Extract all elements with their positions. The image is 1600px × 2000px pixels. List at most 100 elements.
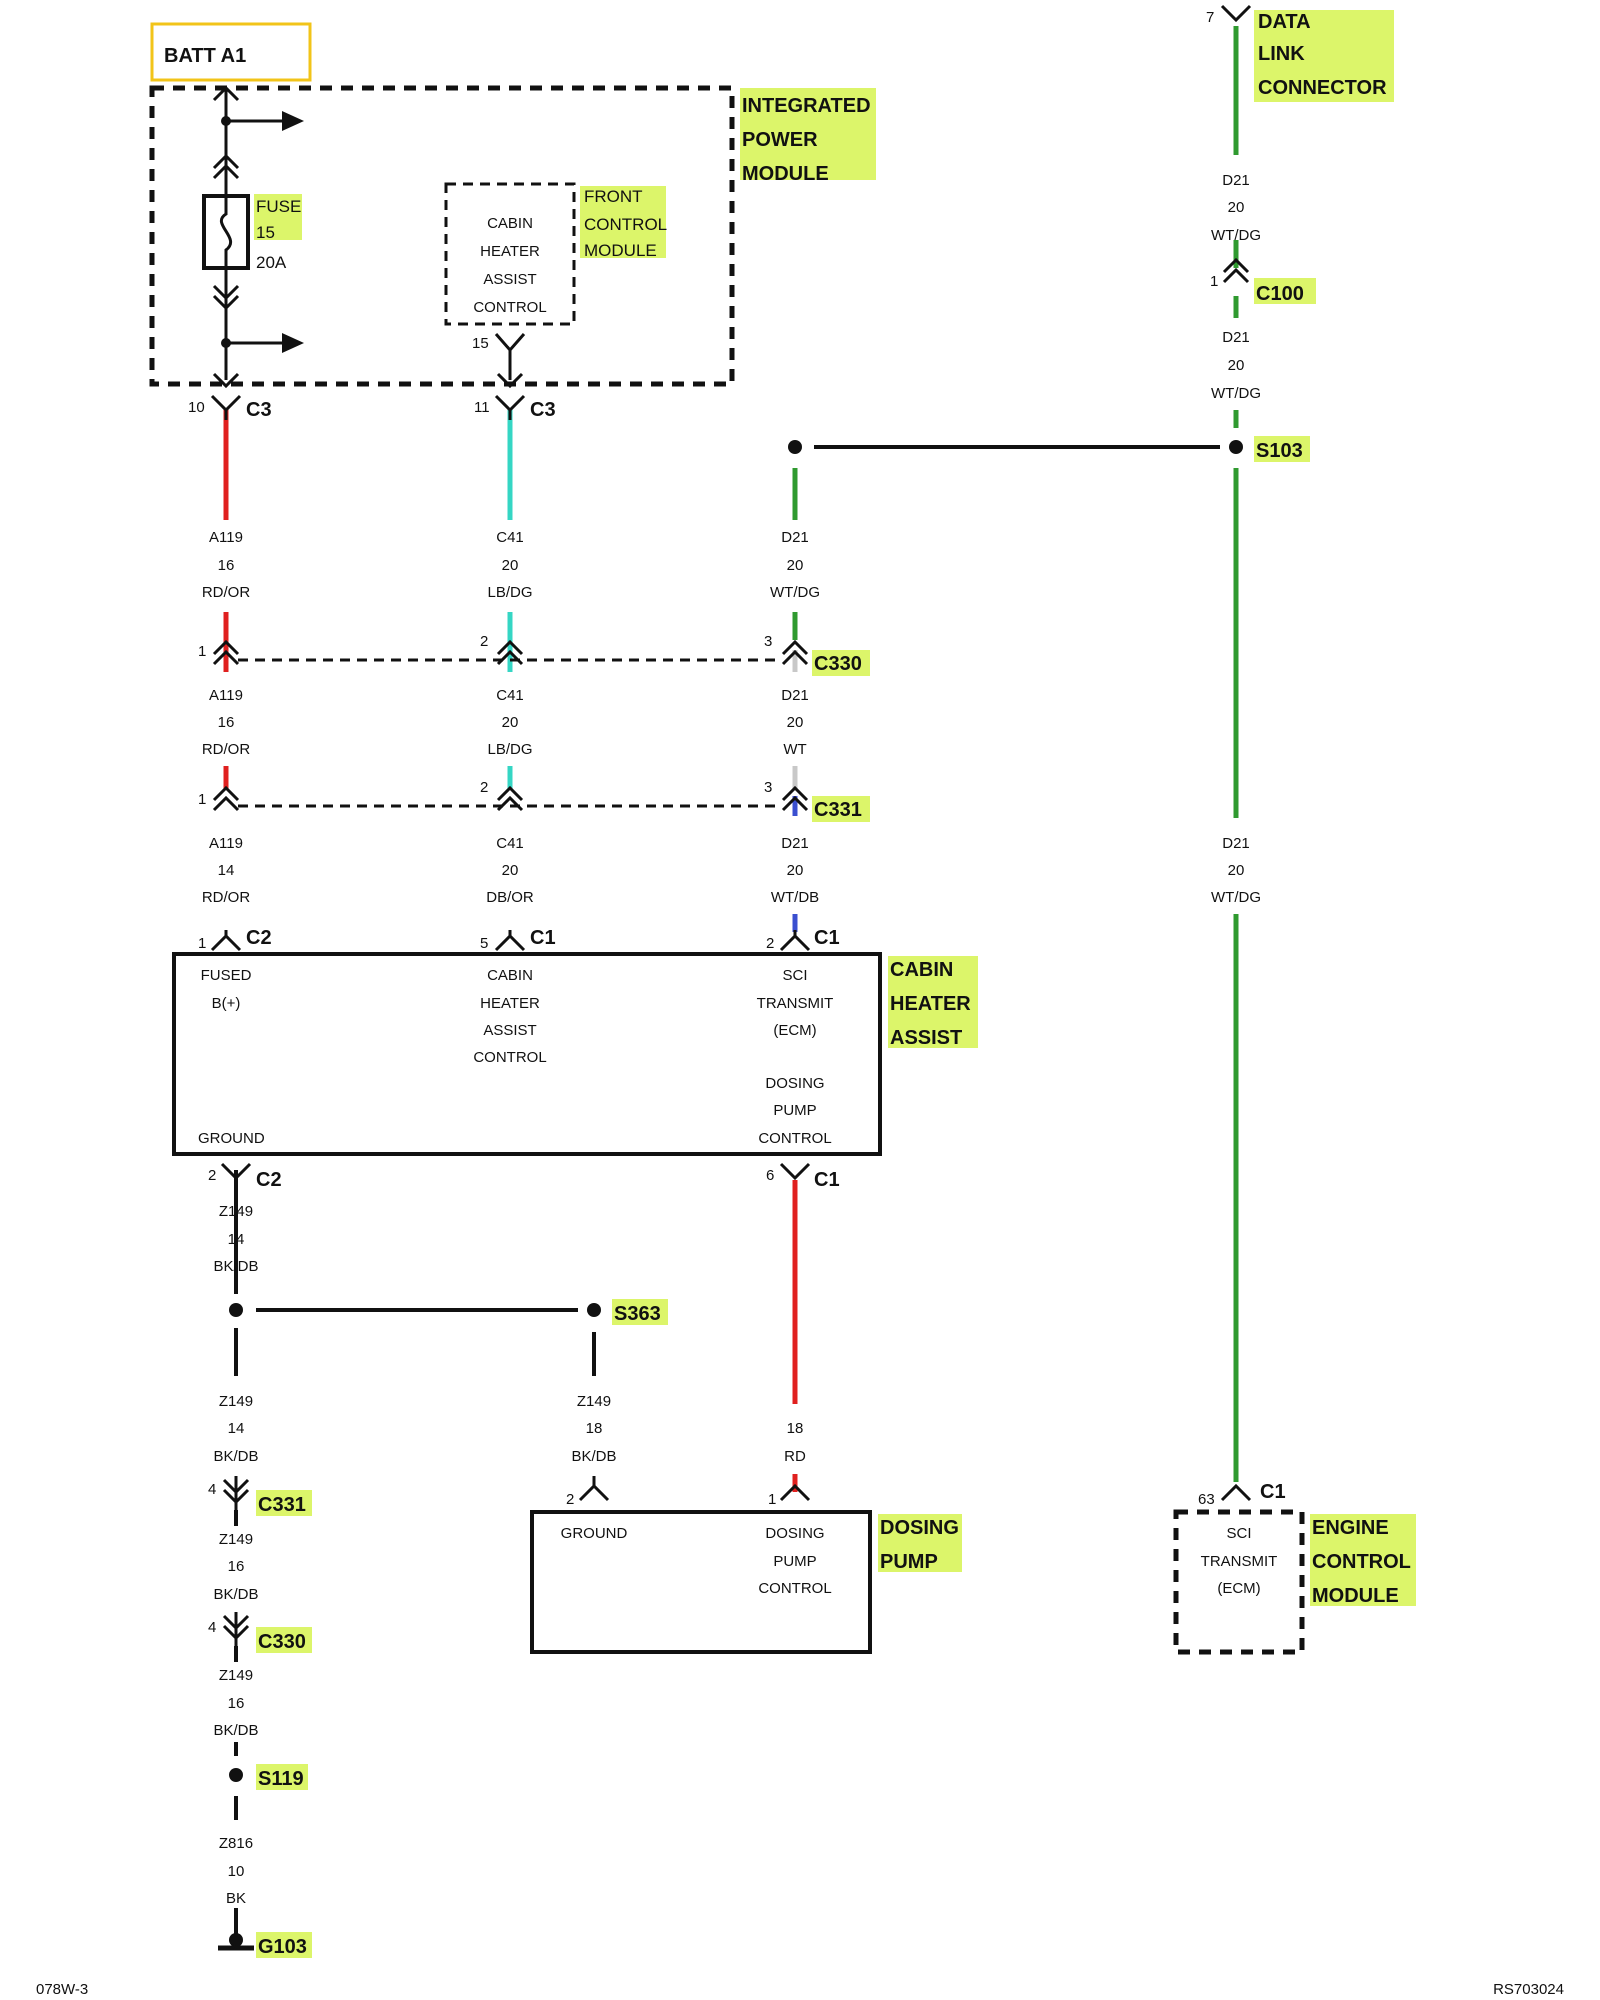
fcm-pin: 15: [472, 335, 489, 352]
fcm-fn-3: ASSIST: [483, 271, 536, 288]
cha-pin5-num: 5: [480, 935, 488, 952]
dosing-dpc-pin-num: 1: [768, 1491, 776, 1508]
z149-a-circuit: Z149: [219, 1203, 253, 1220]
z149-e-color: BK/DB: [213, 1722, 258, 1739]
rd18-color: RD: [784, 1448, 806, 1465]
a119-bot-color: RD/OR: [202, 889, 251, 906]
c330-pin4-symbol: [222, 1612, 250, 1648]
d21-top-color: WT/DG: [770, 584, 820, 601]
ecm-sci-3: (ECM): [1217, 1580, 1260, 1597]
cha-pin1-symbol: [210, 930, 242, 952]
rd18-gauge: 18: [787, 1420, 804, 1437]
d21-r2-color: WT/DG: [1211, 385, 1261, 402]
d21-r2-circuit: D21: [1222, 329, 1250, 346]
fcm-outline: [444, 182, 576, 326]
cha-c1-top-a: C1: [530, 927, 556, 949]
fuse-element: [219, 196, 233, 268]
cha-c1-top-b: C1: [814, 927, 840, 949]
d21-bot-color: WT/DB: [771, 889, 819, 906]
s363-splice-left: [229, 1303, 243, 1317]
c3-pin11-num: 11: [474, 399, 490, 416]
fuse-bot-chevron-1: [212, 284, 240, 301]
fcm-pin15-connector: [494, 333, 526, 353]
ipm-pin10-arrow: [212, 372, 240, 389]
c330-label: C330: [814, 653, 862, 675]
fuse-top-chevron-2: [212, 163, 240, 180]
cha-chac-2: HEATER: [480, 995, 540, 1012]
c3-label-a: C3: [246, 399, 272, 421]
dosing-title-1: DOSING: [880, 1517, 959, 1539]
cha-title-3: ASSIST: [890, 1027, 962, 1049]
s119-label: S119: [258, 1768, 304, 1790]
ipm-label-1: INTEGRATED: [742, 95, 871, 117]
a119-mid-circuit: A119: [209, 687, 243, 704]
cha-sci-3: (ECM): [773, 1022, 816, 1039]
s363-splice-right: [587, 1303, 601, 1317]
d21-r3-gauge: 20: [1228, 862, 1245, 879]
c330-p3: 3: [764, 633, 772, 650]
z816-color: BK: [226, 1890, 246, 1907]
cha-c1-bot: C1: [814, 1169, 840, 1191]
ecm-title-hl: [1310, 1514, 1416, 1606]
fuse-bot-chevron-2: [212, 294, 240, 311]
cha-fused-1: FUSED: [201, 967, 252, 984]
cha-title-1: CABIN: [890, 959, 953, 981]
g103-label-hl: [256, 1932, 312, 1958]
z149-c-circuit: Z149: [577, 1393, 611, 1410]
d21-top-gauge: 20: [787, 557, 804, 574]
a119-mid-gauge: 16: [218, 714, 235, 731]
c330-p4: 4: [208, 1619, 216, 1636]
dosing-gnd-pin-num: 2: [566, 1491, 574, 1508]
z149-c-color: BK/DB: [571, 1448, 616, 1465]
fuse-rating: 20A: [256, 253, 287, 272]
z816-circuit: Z816: [219, 1835, 253, 1852]
dlc-label-1: DATA: [1258, 11, 1311, 33]
ipm-label-hl: [740, 88, 876, 180]
d21-r1-circuit: D21: [1222, 172, 1250, 189]
d21-r3-color: WT/DG: [1211, 889, 1261, 906]
c41-mid-circuit: C41: [496, 687, 524, 704]
d21-r2-gauge: 20: [1228, 357, 1245, 374]
z816-gauge: 10: [228, 1863, 245, 1880]
ecm-title-2: CONTROL: [1312, 1551, 1411, 1573]
a119-top-circuit: A119: [209, 529, 243, 546]
cha-gnd-pin-num: 2: [208, 1167, 216, 1184]
bus-top-arrowhead: [282, 111, 304, 131]
cha-dpc-3: CONTROL: [758, 1130, 831, 1147]
dosing-ground: GROUND: [561, 1525, 628, 1542]
c331-p3: 3: [764, 779, 772, 796]
dosing-gnd-pin-symbol: [578, 1476, 610, 1502]
cha-chac-1: CABIN: [487, 967, 533, 984]
dosing-title-2: PUMP: [880, 1551, 938, 1573]
g103-label: G103: [258, 1936, 307, 1958]
ecm-sci-1: SCI: [1226, 1525, 1251, 1542]
d21-r1-color: WT/DG: [1211, 227, 1261, 244]
s103-splice-right: [1229, 440, 1243, 454]
dosing-title-hl: [878, 1514, 962, 1572]
cha-title-2: HEATER: [890, 993, 971, 1015]
cha-pin2-symbol: [779, 930, 811, 952]
z149-a-gauge: 14: [228, 1231, 245, 1248]
cha-dpc-pin-num: 6: [766, 1167, 774, 1184]
c41-bot-gauge: 20: [502, 862, 519, 879]
c331-lower-hl: [256, 1490, 312, 1516]
cha-pin5-symbol: [494, 930, 526, 952]
c331-pin4-symbol: [222, 1476, 250, 1512]
cha-chac-3: ASSIST: [483, 1022, 536, 1039]
fcm-label-hl: [580, 186, 666, 258]
c330-pin2-symbol: [496, 639, 524, 666]
cha-title-hl: [888, 956, 978, 1048]
cha-dpc-2: PUMP: [773, 1102, 816, 1119]
ecm-outline: [1173, 1509, 1305, 1655]
c330-pin3-symbol: [781, 639, 809, 666]
batt-label: BATT A1: [164, 45, 246, 67]
c41-top-color: LB/DG: [487, 584, 532, 601]
z149-b-color: BK/DB: [213, 1448, 258, 1465]
ipm-label-3: MODULE: [742, 163, 829, 185]
z149-d-circuit: Z149: [219, 1531, 253, 1548]
s103-splice-left: [788, 440, 802, 454]
dlc-pin: 7: [1206, 9, 1214, 26]
c41-mid-color: LB/DG: [487, 741, 532, 758]
c330-lower-hl: [256, 1627, 312, 1653]
cha-c2-top: C2: [246, 927, 272, 949]
